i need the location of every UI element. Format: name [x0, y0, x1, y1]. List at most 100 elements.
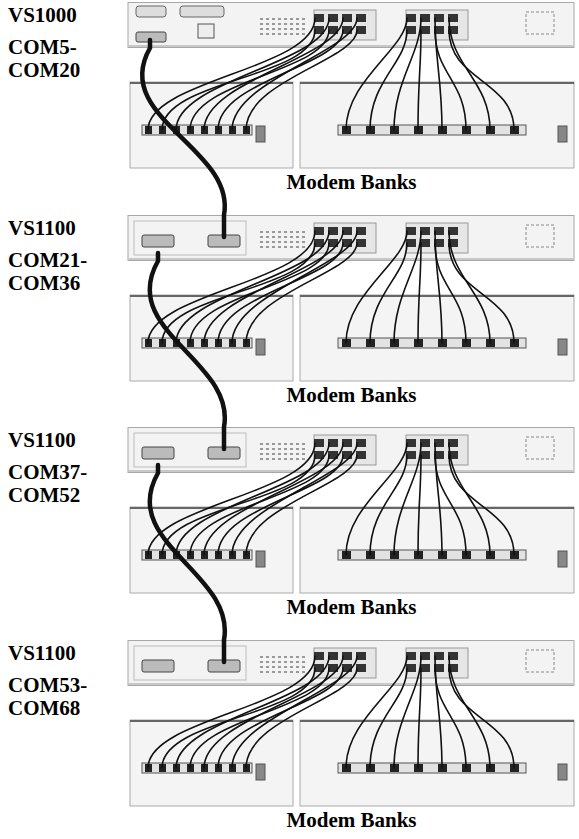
led-dot — [278, 231, 281, 233]
modem-connector — [145, 551, 152, 559]
led-dot — [284, 661, 287, 663]
led-dot — [284, 458, 287, 460]
serial-port — [448, 26, 458, 34]
modem-connector — [173, 339, 180, 347]
modem-connector — [414, 126, 423, 134]
led-dot — [266, 18, 269, 20]
modem-connector — [438, 339, 447, 347]
led-dot — [260, 458, 263, 460]
chain-port — [208, 447, 240, 459]
rack-face — [128, 216, 574, 261]
expansion-panel — [134, 433, 246, 467]
led-dot — [302, 453, 305, 455]
led-dot — [296, 666, 299, 668]
led-dot — [296, 443, 299, 445]
chain-port — [142, 235, 174, 247]
modem-connector — [486, 339, 495, 347]
serial-port — [420, 451, 430, 459]
serial-port — [434, 652, 444, 660]
led-dot — [290, 453, 293, 455]
led-dot — [260, 231, 263, 233]
connector-strip — [338, 763, 526, 773]
led-dot — [290, 33, 293, 35]
rack-edge — [128, 683, 574, 685]
led-dot — [272, 23, 275, 25]
modem-connector — [145, 339, 152, 347]
led-dot — [266, 236, 269, 238]
bank-switch — [558, 551, 567, 567]
connector-strip — [142, 338, 252, 348]
led-dot — [266, 453, 269, 455]
modem-connector — [342, 764, 351, 772]
model-label: VS1000 — [8, 4, 77, 27]
serial-port — [356, 664, 366, 672]
console-server: VS1000COM5- COM20 — [4, 2, 575, 72]
modem-connector — [215, 339, 222, 347]
model-label: VS1100 — [8, 429, 76, 452]
led-dot — [278, 241, 281, 243]
chain-port — [208, 660, 240, 672]
led-dot — [260, 33, 263, 35]
chain-port — [208, 235, 240, 247]
modem-bank — [130, 82, 293, 168]
rack-edge — [128, 45, 574, 47]
led-dot — [260, 18, 263, 20]
serial-port — [342, 652, 352, 660]
led-dot — [284, 671, 287, 673]
modem-connector — [159, 339, 166, 347]
led-dot — [272, 246, 275, 248]
expansion-panel — [134, 221, 246, 255]
led-dot — [290, 656, 293, 658]
led-dot — [284, 33, 287, 35]
serial-port — [420, 14, 430, 22]
serial-port — [434, 227, 444, 235]
led-dot — [266, 666, 269, 668]
serial-port — [448, 239, 458, 247]
bank-switch — [256, 126, 265, 142]
serial-port — [314, 664, 324, 672]
led-dot — [290, 448, 293, 450]
port-range-label: COM37- COM52 — [8, 461, 100, 507]
rack-unit-art — [4, 215, 575, 285]
bank-edge — [130, 720, 293, 722]
port-block — [406, 648, 468, 678]
bank-switch — [558, 764, 567, 780]
led-dot — [278, 18, 281, 20]
led-dot — [296, 23, 299, 25]
modem-connector — [486, 126, 495, 134]
serial-port — [314, 451, 324, 459]
expansion-panel — [134, 646, 246, 680]
led-dot — [302, 671, 305, 673]
db9-port — [136, 6, 166, 17]
led-dot — [260, 661, 263, 663]
serial-port — [342, 451, 352, 459]
serial-port — [434, 14, 444, 22]
logo-mark — [526, 225, 554, 247]
led-dot — [260, 656, 263, 658]
bank-edge — [300, 82, 574, 84]
modem-connector — [342, 551, 351, 559]
led-dot — [296, 33, 299, 35]
console-server: VS1100COM37- COM52 — [4, 427, 575, 497]
serial-port — [342, 14, 352, 22]
modem-connector — [229, 126, 236, 134]
led-dot — [260, 236, 263, 238]
serial-port — [342, 664, 352, 672]
bank-edge — [130, 82, 293, 84]
serial-port — [420, 664, 430, 672]
led-dot — [278, 33, 281, 35]
modem-connector — [243, 126, 250, 134]
led-dot — [296, 661, 299, 663]
led-dot — [284, 443, 287, 445]
connector-strip — [338, 125, 526, 135]
serial-port — [356, 26, 366, 34]
rack-unit-art — [4, 640, 575, 710]
modem-connector — [462, 764, 471, 772]
modem-connector — [414, 551, 423, 559]
modem-connector — [366, 339, 375, 347]
led-dot — [272, 448, 275, 450]
modem-connector — [243, 764, 250, 772]
modem-bank — [300, 82, 574, 168]
led-dot — [296, 246, 299, 248]
modem-connector — [366, 551, 375, 559]
